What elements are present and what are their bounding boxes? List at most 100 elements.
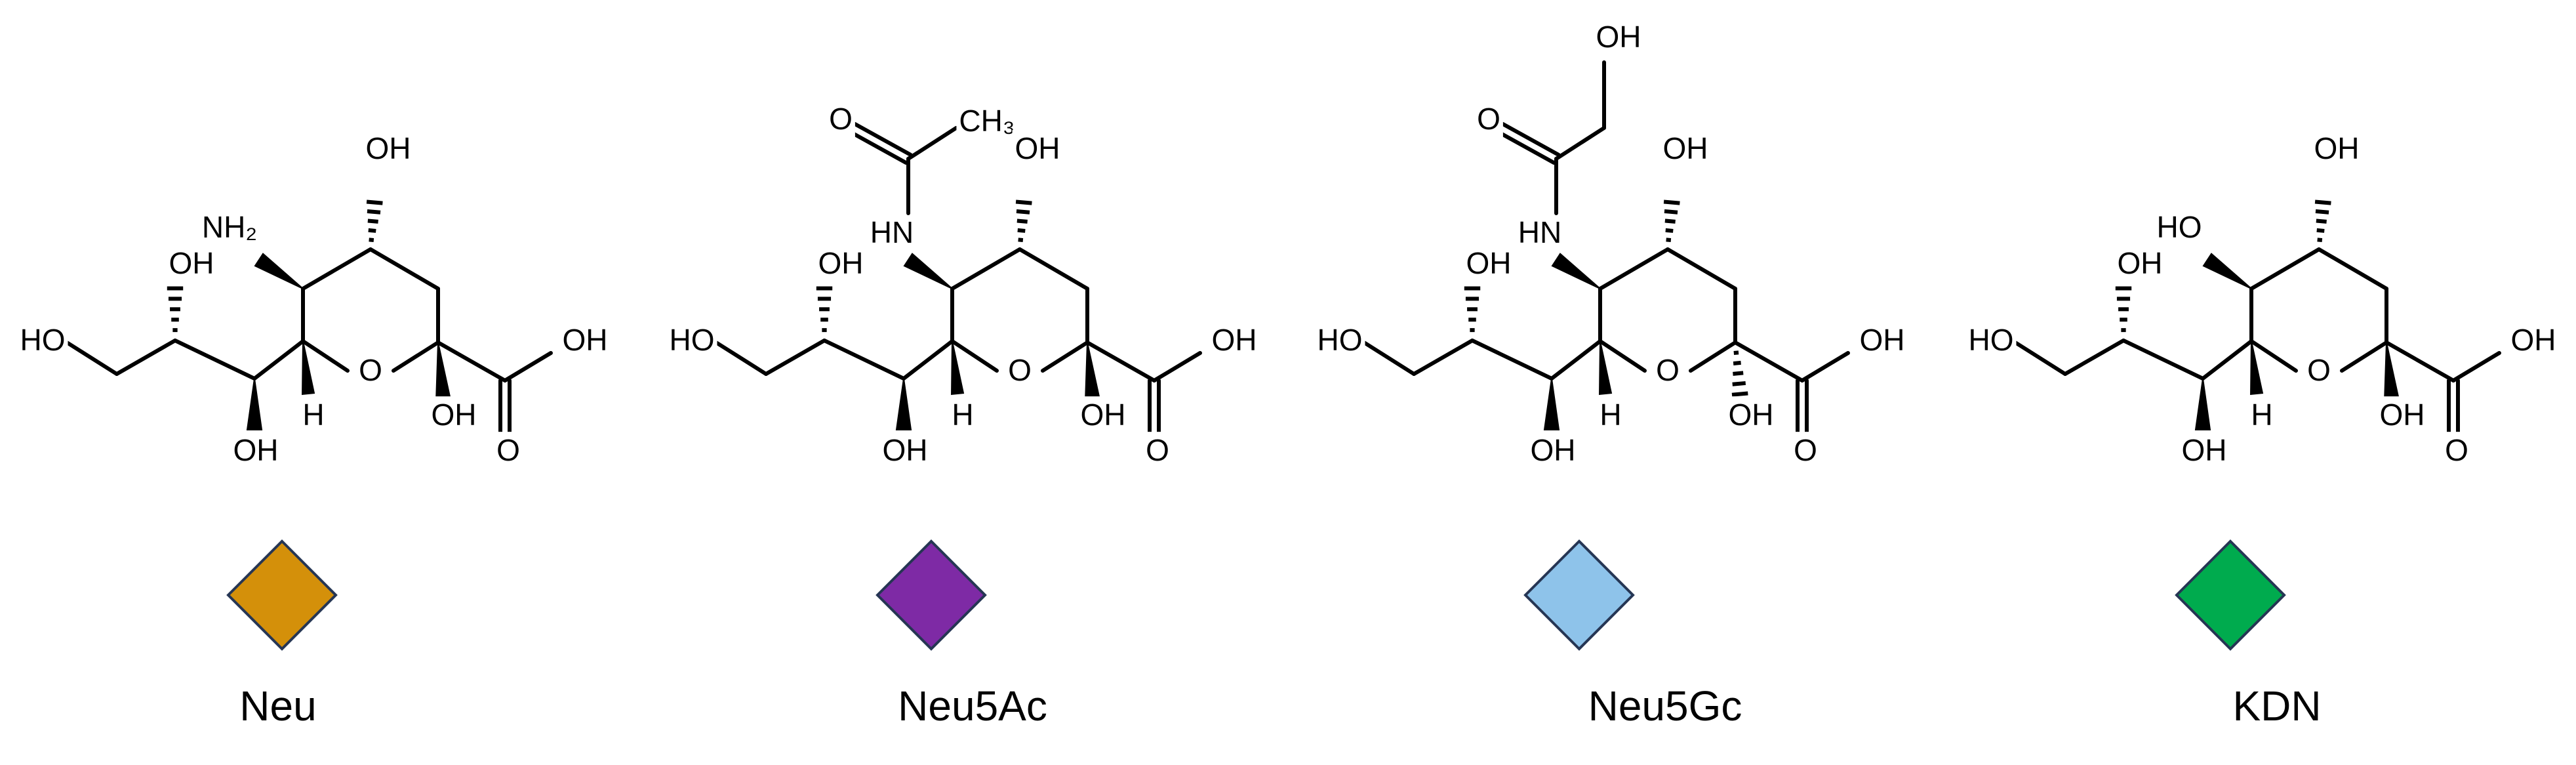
bond-c1-c2 — [1362, 341, 1416, 376]
atom-cooh-oh: OH — [1857, 321, 1908, 359]
svg-text:HO: HO — [670, 323, 715, 357]
bond-c2-cooh — [1085, 341, 1156, 382]
svg-text:HN: HN — [870, 215, 914, 249]
bond-c2-cooh — [2385, 341, 2455, 382]
svg-text:OH: OH — [883, 433, 928, 467]
atom-c4-oh: OH — [1012, 130, 1063, 167]
atom-c1-ho: HO — [1314, 321, 1365, 359]
atom-cooh-oh: OH — [559, 321, 611, 359]
svg-text:O: O — [1794, 433, 1817, 467]
svg-text:HO: HO — [20, 323, 66, 357]
label-neu5gc: Neu5Gc — [1588, 682, 1742, 730]
hash-c4-oh — [366, 199, 383, 243]
atom-c8-oh: OH — [166, 245, 217, 282]
atom-c7-oh: OH — [1527, 432, 1579, 469]
atom-acyl-o: O — [1474, 100, 1503, 138]
hash-c8-oh — [2115, 286, 2132, 333]
bond-cooh-double-o — [1796, 379, 1809, 440]
svg-text:O: O — [1146, 433, 1169, 467]
atom-c8-oh: OH — [815, 245, 866, 282]
atom-c5-ho: HO — [2154, 209, 2205, 246]
atom-c1-ho: HO — [1965, 321, 2017, 359]
label-neu: Neu — [239, 682, 316, 730]
atom-acyl-ch3: CH₃ — [956, 102, 1018, 140]
svg-text:OH: OH — [563, 323, 608, 357]
bond-c2-c3 — [764, 339, 826, 376]
bond-cooh-oh — [2451, 351, 2501, 382]
symbol-neu5ac-diamond — [875, 539, 987, 651]
atom-c1-ho: HO — [17, 321, 68, 359]
symbol-neu-diamond — [226, 539, 338, 651]
ring-o-c6 — [950, 339, 999, 373]
ring-c4-c3 — [1018, 247, 1089, 291]
svg-text:H: H — [952, 398, 973, 432]
bond-c2-c3 — [115, 339, 177, 376]
ring-c4-c3 — [369, 247, 440, 291]
svg-text:OH: OH — [1531, 433, 1576, 467]
svg-text:OH: OH — [2118, 246, 2163, 280]
bond-c3-c4 — [1470, 339, 1554, 381]
bond-c2-cooh — [1733, 341, 1804, 382]
atom-acyl-oh: OH — [1593, 18, 1644, 56]
wedge-c2-oh — [2384, 342, 2400, 402]
svg-text:OH: OH — [1015, 131, 1060, 165]
bond-c3-c4 — [173, 339, 256, 381]
wedge-c5-oh — [2202, 253, 2252, 289]
svg-text:O: O — [2307, 353, 2331, 387]
svg-text:HN: HN — [1518, 215, 1561, 249]
atom-c2-oh: OH — [1077, 396, 1129, 434]
bond-carbonyl-alpha — [906, 126, 958, 161]
wedge-c6-h — [1599, 341, 1613, 396]
bond-carbonyl-alpha — [1554, 126, 1606, 161]
atom-c7-oh: OH — [230, 432, 281, 469]
ring-c5-c4 — [2249, 247, 2321, 291]
atom-ring-o: O — [1653, 352, 1682, 389]
bond-c2-c3 — [2063, 339, 2125, 376]
atom-ring-o: O — [1005, 352, 1034, 389]
atom-cooh-oh: OH — [2508, 321, 2559, 359]
svg-text:H: H — [302, 398, 324, 432]
symbol-neu5gc-diamond — [1523, 539, 1635, 651]
svg-text:O: O — [1008, 353, 1032, 387]
ring-c2-o — [392, 341, 440, 373]
ring-o-c6 — [2249, 339, 2298, 373]
svg-text:HO: HO — [1969, 323, 2014, 357]
atom-c5-nh2: NH₂ — [199, 209, 260, 246]
hash-c4-oh — [1663, 199, 1680, 243]
ring-c4-c3 — [1666, 247, 1737, 291]
wedge-c7-oh — [246, 378, 263, 430]
svg-text:O: O — [829, 102, 853, 136]
svg-text:HO: HO — [1318, 323, 1363, 357]
wedge-c7-oh — [2194, 378, 2211, 430]
bond-c4-c5 — [902, 339, 954, 381]
bond-cooh-double-o — [2447, 379, 2460, 440]
bond-c2-cooh — [436, 341, 507, 382]
svg-text:O: O — [359, 353, 382, 387]
bond-cooh-oh — [1800, 351, 1850, 382]
svg-text:OH: OH — [2511, 323, 2556, 357]
hash-c8-oh — [167, 286, 184, 333]
atom-c2-oh: OH — [2377, 396, 2428, 434]
bond-carbonyl-double-o — [848, 121, 913, 165]
atom-c5-hn: HN — [1515, 214, 1565, 251]
svg-text:CH₃: CH₃ — [959, 104, 1015, 138]
svg-text:OH: OH — [1466, 246, 1512, 280]
bond-cooh-oh — [503, 351, 553, 382]
ring-o-c6 — [1598, 339, 1647, 373]
hash-c8-oh — [1464, 286, 1481, 333]
atom-c4-oh: OH — [1660, 130, 1711, 167]
atom-c6-h: H — [949, 396, 976, 434]
ring-c5-c4 — [950, 247, 1022, 291]
svg-text:O: O — [1656, 353, 1680, 387]
svg-text:O: O — [1477, 102, 1500, 136]
svg-text:OH: OH — [2314, 131, 2360, 165]
atom-cooh-oh: OH — [1209, 321, 1260, 359]
wedge-c6-h — [951, 341, 965, 396]
atom-c2-oh: OH — [428, 396, 479, 434]
wedge-c7-oh — [1543, 378, 1560, 430]
wedge-c2-oh — [435, 342, 452, 402]
svg-text:O: O — [2445, 433, 2468, 467]
ring-o-c6 — [301, 339, 350, 373]
